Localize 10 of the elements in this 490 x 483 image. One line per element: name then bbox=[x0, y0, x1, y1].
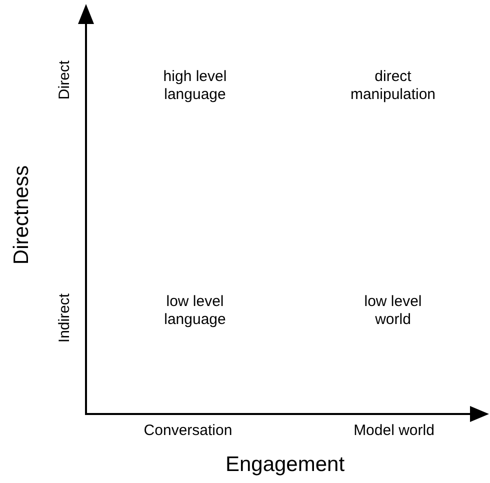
quadrant-label: low level language bbox=[163, 293, 227, 329]
axis-tick-label: Model world bbox=[354, 422, 434, 440]
quadrant-label: direct manipulation bbox=[349, 68, 437, 104]
axis-tick-label: Indirect bbox=[56, 293, 74, 343]
quadrant-label: low level world bbox=[363, 293, 423, 329]
axis-title: Directness bbox=[10, 165, 34, 265]
quadrant-label: high level language bbox=[162, 68, 228, 104]
axis-tick-label: Direct bbox=[56, 60, 74, 100]
axis-title: Engagement bbox=[225, 453, 345, 477]
axis-tick-label: Conversation bbox=[144, 422, 232, 440]
